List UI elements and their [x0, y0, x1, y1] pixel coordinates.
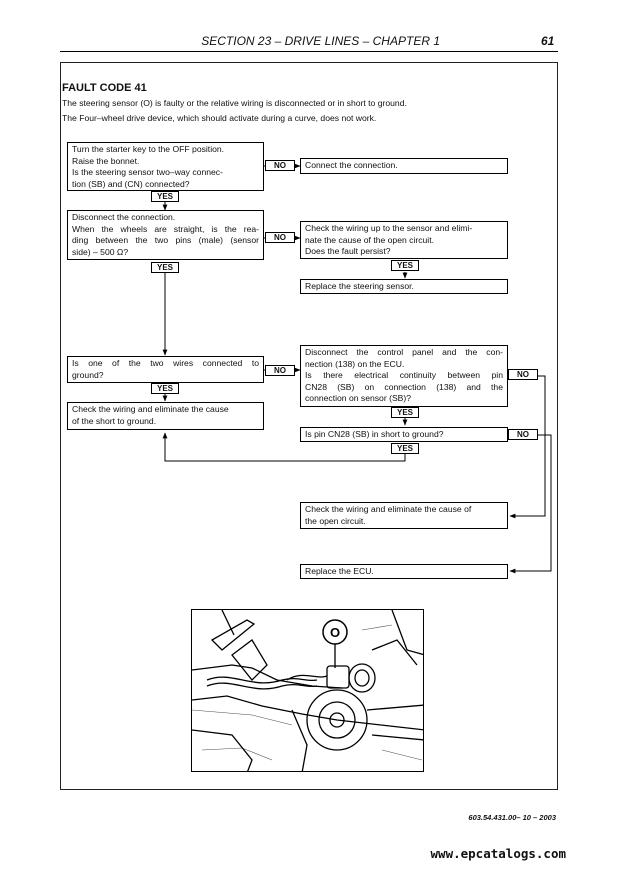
no-tag: NO	[265, 365, 295, 376]
step-line: Check the wiring and eliminate the cause	[72, 404, 229, 414]
no-tag: NO	[508, 369, 538, 380]
step-line: Disconnect the control panel and the con…	[305, 347, 503, 357]
step-line: Turn the starter key to the OFF position…	[72, 144, 225, 154]
yes-tag: YES	[151, 191, 179, 202]
no-tag: NO	[265, 160, 295, 171]
step-line: Check the wiring and eliminate the cause…	[305, 504, 472, 514]
step-line: Check the wiring up to the sensor and el…	[305, 223, 473, 233]
step-line: Is one of the two wires connected to	[72, 358, 259, 368]
step-line: Connect the connection.	[305, 160, 398, 170]
step-line: ding between the two pins (male) (sensor	[72, 235, 259, 246]
step-connect: Connect the connection.	[300, 158, 508, 174]
step-line: ground?	[72, 369, 104, 380]
step-line: nate the cause of the open circuit.	[305, 234, 434, 245]
header-rule	[60, 51, 558, 52]
step-line: When the wheels are straight, is the rea…	[72, 223, 259, 234]
step-check-continuity: Disconnect the control panel and the con…	[300, 345, 508, 407]
step-line: of the short to ground.	[72, 415, 157, 426]
step-check-connection: Turn the starter key to the OFF position…	[67, 142, 264, 191]
step-line: tion (SB) and (CN) connected?	[72, 178, 190, 189]
step-pin-short: Is pin CN28 (SB) in short to ground?	[300, 427, 508, 442]
watermark-url: www.epcatalogs.com	[430, 846, 566, 861]
yes-tag: YES	[151, 262, 179, 273]
document-reference: 603.54.431.00– 10 – 2003	[468, 813, 556, 822]
step-fix-open: Check the wiring and eliminate the cause…	[300, 502, 508, 529]
step-measure-resistance: Disconnect the connection. When the whee…	[67, 210, 264, 260]
fault-code-title: FAULT CODE 41	[62, 82, 147, 94]
step-line: Replace the ECU.	[305, 566, 374, 576]
step-replace-sensor: Replace the steering sensor.	[300, 279, 508, 294]
page-frame	[60, 62, 558, 790]
section-heading: SECTION 23 – DRIVE LINES – CHAPTER 1	[201, 34, 440, 48]
sensor-illustration: O	[192, 610, 423, 771]
step-check-wiring-open: Check the wiring up to the sensor and el…	[300, 221, 508, 259]
page-number: 61	[541, 34, 555, 48]
step-line: Is the steering sensor two–way connec-	[72, 167, 223, 178]
sensor-photo: O	[191, 609, 424, 772]
yes-tag: YES	[151, 383, 179, 394]
step-line: Replace the steering sensor.	[305, 281, 414, 291]
step-line: CN28 (SB) on connection (138) and the	[305, 381, 503, 392]
fault-description-2: The Four–wheel drive device, which shoul…	[62, 113, 377, 123]
sensor-callout-label: O	[330, 625, 340, 640]
yes-tag: YES	[391, 260, 419, 271]
step-line: Is pin CN28 (SB) in short to ground?	[305, 429, 444, 439]
fault-description-1: The steering sensor (O) is faulty or the…	[62, 98, 407, 108]
no-tag: NO	[508, 429, 538, 440]
step-line: Disconnect the connection.	[72, 212, 176, 222]
step-line: Raise the bonnet.	[72, 155, 140, 166]
step-line: nection (138) on the ECU.	[305, 358, 405, 369]
step-fix-short: Check the wiring and eliminate the cause…	[67, 402, 264, 430]
step-replace-ecu: Replace the ECU.	[300, 564, 508, 579]
no-tag: NO	[265, 232, 295, 243]
step-line: Does the fault persist?	[305, 246, 391, 257]
step-line: side) – 500 Ω?	[72, 246, 129, 257]
yes-tag: YES	[391, 443, 419, 454]
step-line: the open circuit.	[305, 515, 366, 526]
step-short-to-ground: Is one of the two wires connected to gro…	[67, 356, 264, 383]
yes-tag: YES	[391, 407, 419, 418]
step-line: Is there electrical continuity between p…	[305, 370, 503, 381]
step-line: connection on sensor (SB)?	[305, 393, 412, 404]
